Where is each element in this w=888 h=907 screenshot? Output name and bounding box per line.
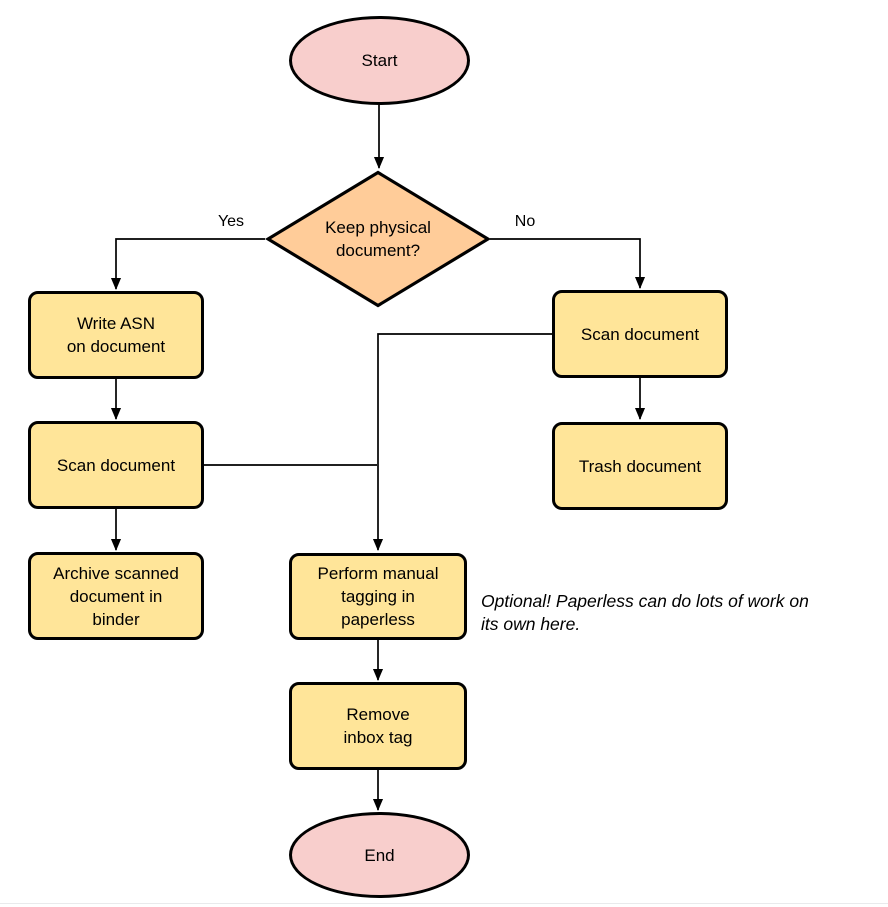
node-trash-document-label: Trash document bbox=[578, 456, 702, 476]
edge-label-no: No bbox=[498, 212, 552, 232]
optional-note: Optional! Paperless can do lots of work … bbox=[481, 591, 809, 634]
node-start: Start bbox=[289, 16, 470, 105]
node-manual-tagging-label: Perform manual tagging in paperless bbox=[317, 564, 439, 629]
edge-decision-no bbox=[490, 238, 646, 289]
node-end-label: End bbox=[364, 845, 395, 865]
node-end: End bbox=[289, 812, 470, 898]
edge-scanright-to-tagging bbox=[372, 333, 553, 551]
node-scan-document-left: Scan document bbox=[28, 421, 204, 509]
node-decision-label: Keep physical document? bbox=[325, 218, 431, 260]
node-scan-document-right: Scan document bbox=[552, 290, 728, 378]
node-archive-binder: Archive scanned document in binder bbox=[28, 552, 204, 640]
node-scan-document-right-label: Scan document bbox=[580, 324, 700, 344]
node-start-label: Start bbox=[361, 51, 398, 70]
edge-label-yes: Yes bbox=[202, 212, 260, 232]
node-write-asn-label: Write ASN on document bbox=[66, 314, 166, 356]
decision-diamond-shape bbox=[265, 170, 491, 308]
node-remove-inbox-tag: Remove inbox tag bbox=[289, 682, 467, 770]
node-archive-binder-label: Archive scanned document in binder bbox=[53, 563, 179, 629]
node-trash-document: Trash document bbox=[552, 422, 728, 510]
edge-decision-yes bbox=[110, 238, 265, 290]
node-manual-tagging: Perform manual tagging in paperless bbox=[289, 553, 467, 640]
node-write-asn: Write ASN on document bbox=[28, 291, 204, 379]
node-scan-document-left-label: Scan document bbox=[56, 455, 176, 475]
node-decision-keep-physical: Keep physical document? bbox=[265, 170, 491, 308]
node-remove-inbox-tag-label: Remove inbox tag bbox=[343, 705, 413, 747]
page-bottom-divider bbox=[0, 903, 888, 904]
